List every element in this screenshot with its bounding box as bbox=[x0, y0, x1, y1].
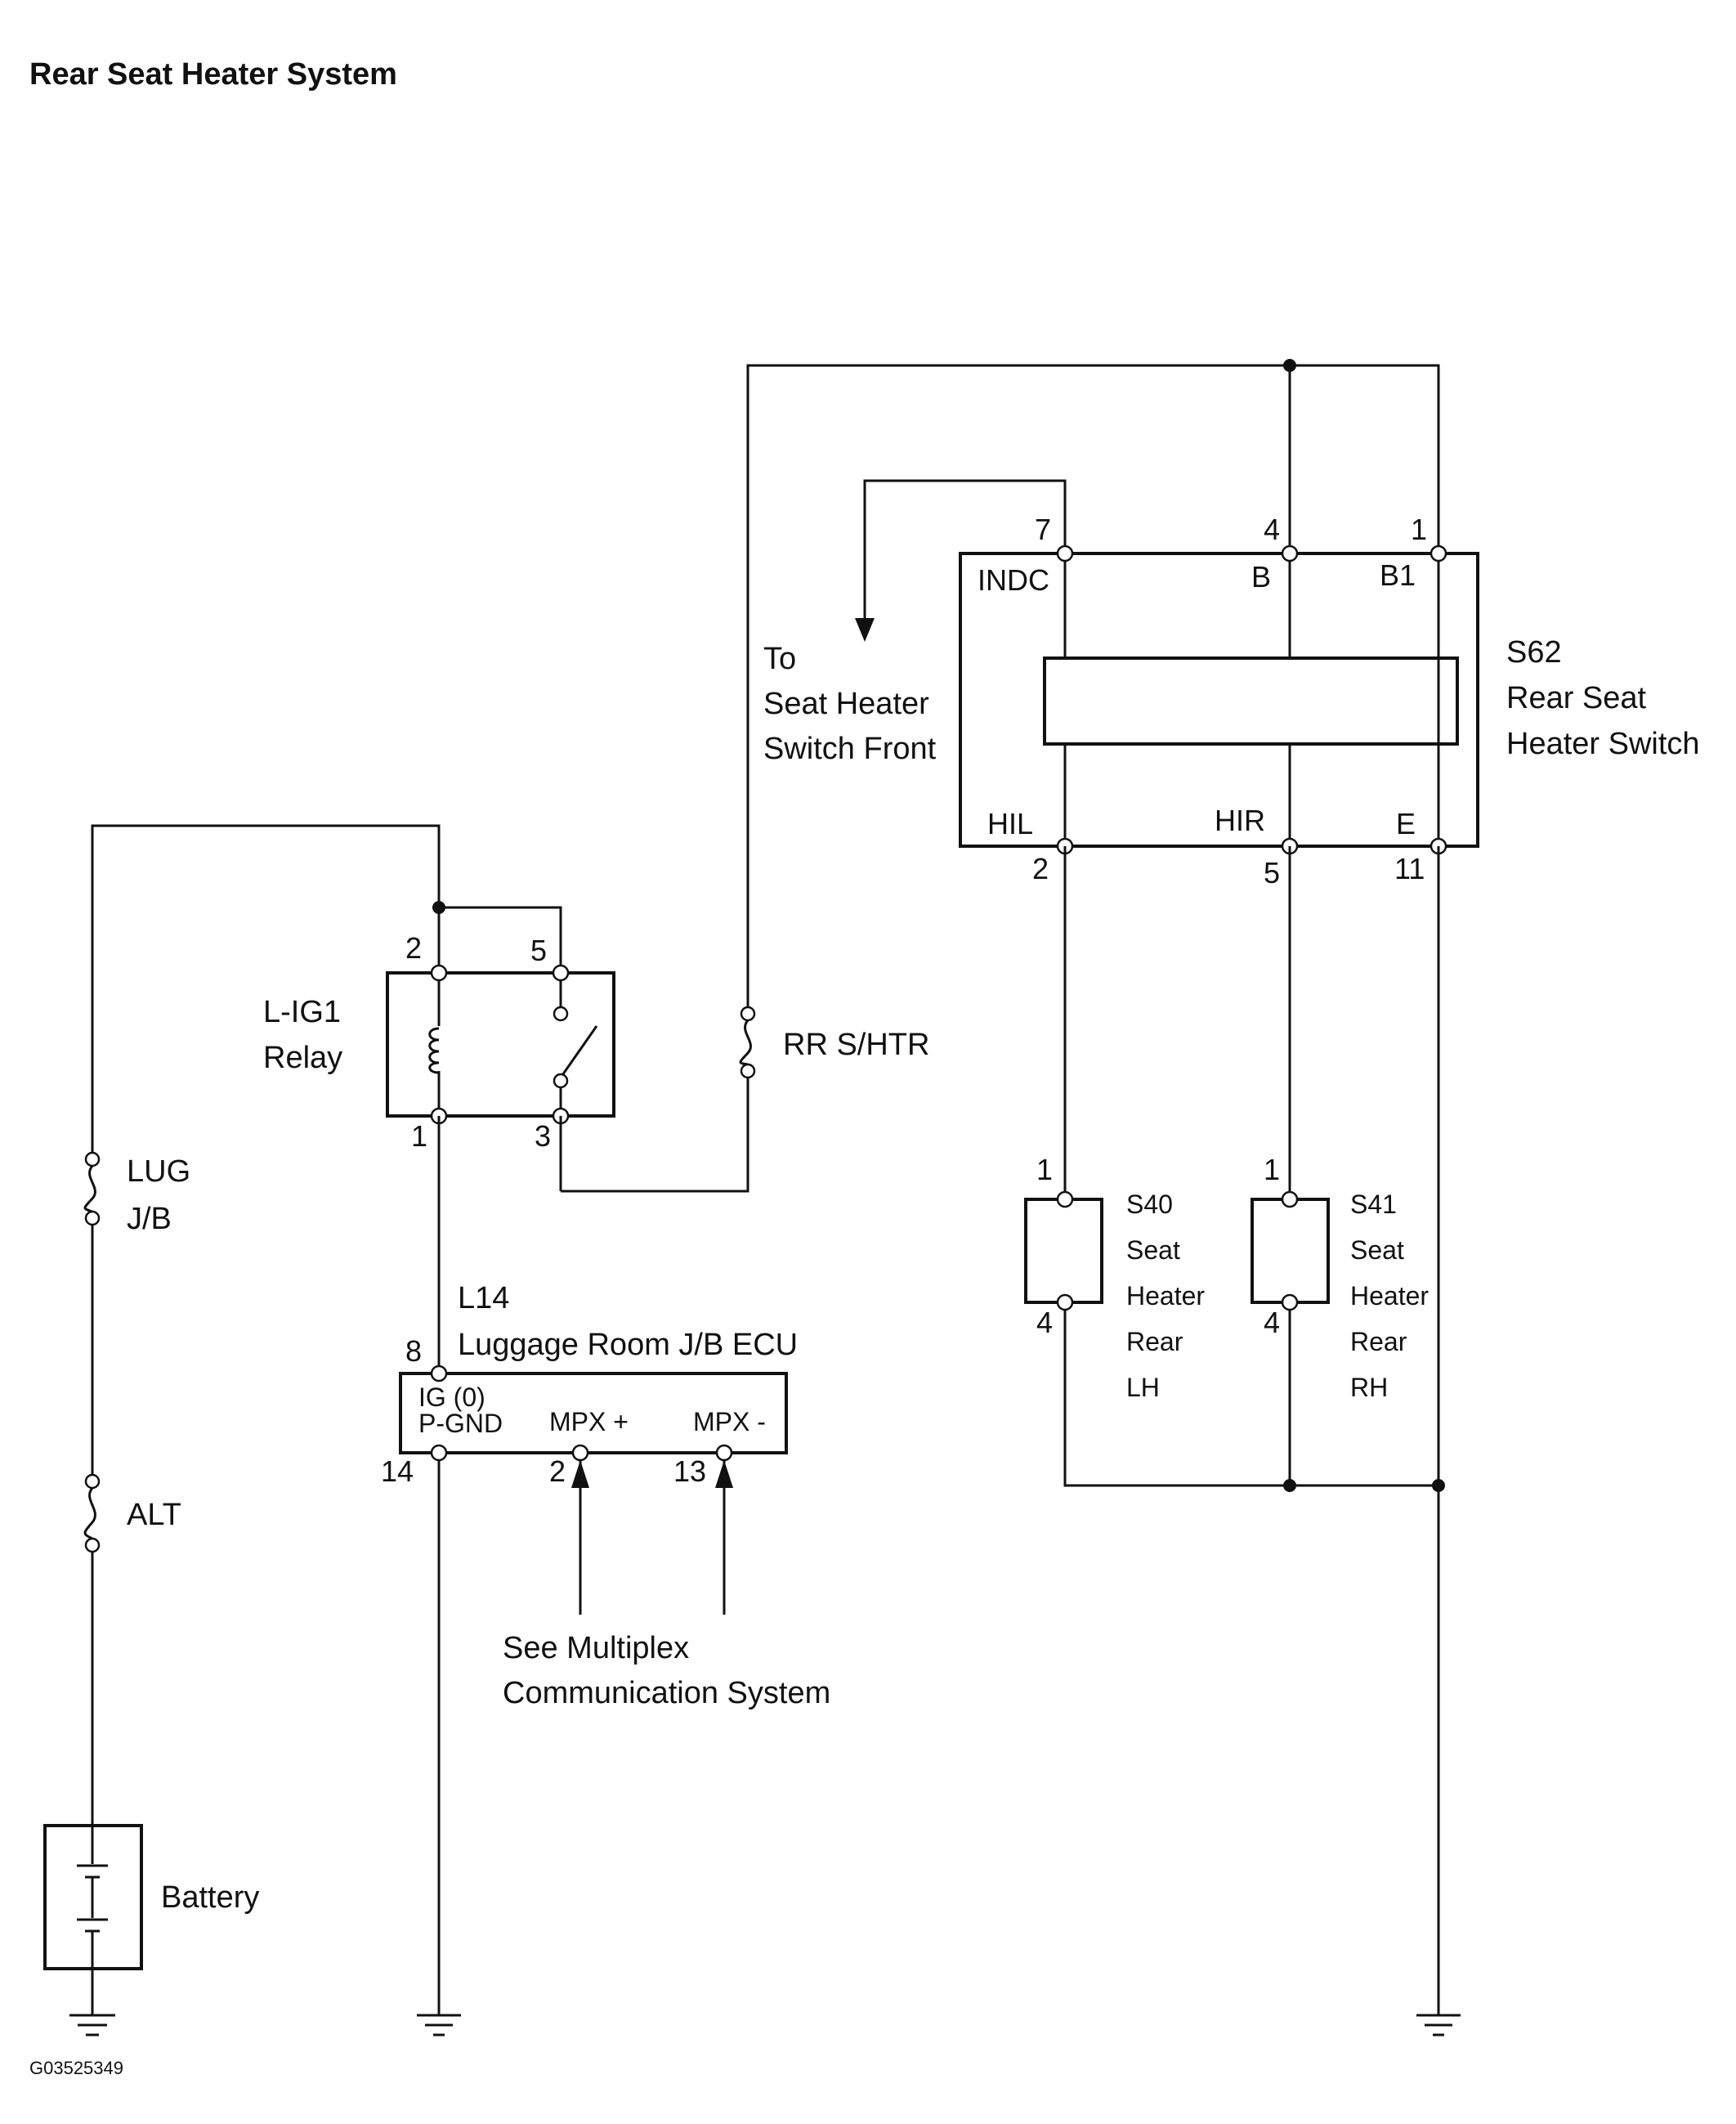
ground-icon bbox=[417, 1453, 461, 2037]
alt-fuse bbox=[83, 1473, 101, 1553]
s62-pin-b1: B1 bbox=[1380, 558, 1416, 592]
ecu-pin-2: 2 bbox=[549, 1454, 566, 1488]
s62-code: S62 bbox=[1506, 635, 1562, 670]
lug-jb-line2: J/B bbox=[127, 1202, 172, 1236]
rr-shtr-label: RR S/HTR bbox=[783, 1028, 929, 1062]
s41-line3: Rear bbox=[1350, 1327, 1407, 1356]
ecu-pin-13: 13 bbox=[673, 1454, 706, 1488]
lug-jb-fuse bbox=[83, 1151, 101, 1226]
s40-pin-4: 4 bbox=[1036, 1306, 1053, 1339]
s41-pin-4: 4 bbox=[1264, 1306, 1280, 1339]
front-ref-line2: Seat Heater bbox=[763, 687, 929, 721]
relay-name-line2: Relay bbox=[263, 1041, 342, 1075]
relay-pin-1: 1 bbox=[411, 1119, 427, 1153]
s62-rear-seat-heater-switch bbox=[959, 544, 1479, 855]
heater-wires bbox=[1063, 846, 1445, 2015]
front-ref-line3: Switch Front bbox=[763, 732, 937, 766]
s62-pin-indc: INDC bbox=[978, 563, 1049, 597]
s62-name-line1: Rear Seat bbox=[1506, 681, 1647, 715]
s40-line2: Heater bbox=[1126, 1281, 1205, 1311]
relay-name-line1: L-IG1 bbox=[263, 995, 341, 1029]
s40-pin-1: 1 bbox=[1036, 1153, 1053, 1186]
ecu-code: L14 bbox=[458, 1281, 509, 1315]
power-bus-wires bbox=[561, 359, 1440, 1193]
multiplex-ref-line1: See Multiplex bbox=[503, 1631, 689, 1665]
s62-pin-7: 7 bbox=[1035, 513, 1051, 546]
rr-shtr-fuse bbox=[739, 1006, 756, 1079]
s62-pin-4: 4 bbox=[1264, 513, 1280, 546]
front-ref-line1: To bbox=[763, 642, 796, 676]
s62-pin-hir: HIR bbox=[1215, 804, 1265, 837]
ecu-name: Luggage Room J/B ECU bbox=[458, 1328, 798, 1362]
figure-code: G03525349 bbox=[29, 2058, 123, 2078]
ground-icon bbox=[1416, 2014, 1461, 2037]
relay-pin-2: 2 bbox=[405, 931, 422, 965]
s40-line1: Seat bbox=[1126, 1235, 1180, 1265]
s62-pin-1: 1 bbox=[1411, 513, 1427, 546]
relay-pin-5: 5 bbox=[530, 934, 547, 967]
l14-luggage-room-jb-ecu bbox=[399, 1116, 788, 1615]
s62-pin-2: 2 bbox=[1032, 852, 1049, 885]
s40-line3: Rear bbox=[1126, 1327, 1183, 1356]
s62-pin-e: E bbox=[1396, 807, 1416, 840]
ecu-pin-mpx-minus: MPX - bbox=[693, 1407, 766, 1436]
ground-icon bbox=[69, 1969, 115, 2037]
diagram-title: Rear Seat Heater System bbox=[29, 57, 397, 92]
l-ig1-relay bbox=[91, 824, 615, 2011]
ecu-pin-ig: IG (0) bbox=[418, 1382, 485, 1412]
s41-line2: Heater bbox=[1350, 1281, 1429, 1311]
s40-code: S40 bbox=[1126, 1190, 1173, 1219]
s40-seat-heater-rear-lh bbox=[1024, 1190, 1103, 1311]
ecu-pin-mpx-plus: MPX + bbox=[549, 1407, 629, 1436]
s62-pin-11: 11 bbox=[1394, 852, 1425, 885]
s62-name-line2: Heater Switch bbox=[1506, 727, 1700, 761]
lug-jb-line1: LUG bbox=[127, 1154, 190, 1189]
front-switch-ref-line bbox=[855, 479, 1067, 642]
s41-code: S41 bbox=[1350, 1190, 1397, 1219]
ecu-pin-8: 8 bbox=[405, 1334, 422, 1368]
s41-line4: RH bbox=[1350, 1373, 1388, 1402]
s41-line1: Seat bbox=[1350, 1235, 1404, 1265]
ecu-pin-pgnd: P-GND bbox=[418, 1409, 503, 1438]
multiplex-ref-line2: Communication System bbox=[503, 1676, 830, 1710]
ecu-pin-14: 14 bbox=[381, 1454, 414, 1488]
s62-pin-b: B bbox=[1251, 560, 1271, 594]
relay-pin-3: 3 bbox=[535, 1119, 551, 1153]
s62-pin-hil: HIL bbox=[987, 807, 1033, 840]
battery-label: Battery bbox=[161, 1880, 259, 1915]
alt-label: ALT bbox=[127, 1498, 181, 1532]
s41-seat-heater-rear-rh bbox=[1251, 1190, 1330, 1311]
s62-pin-5: 5 bbox=[1264, 856, 1280, 889]
s40-line4: LH bbox=[1126, 1373, 1160, 1402]
battery-symbol bbox=[43, 1824, 143, 1970]
s41-pin-1: 1 bbox=[1264, 1153, 1280, 1186]
